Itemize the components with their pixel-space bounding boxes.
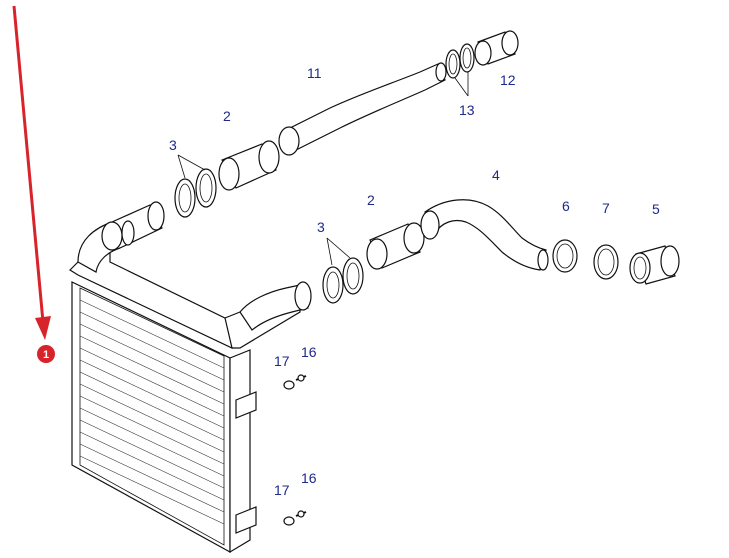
upper-bolt-washer — [283, 374, 307, 390]
coupling-12 — [474, 30, 519, 66]
lower-hose — [420, 199, 549, 271]
callout-17-upper: 17 — [274, 353, 290, 369]
clamp-6 — [552, 239, 578, 273]
left-inlet-elbow — [77, 201, 165, 273]
upper-sleeve — [218, 140, 280, 191]
callout-7: 7 — [602, 200, 610, 216]
callout-16-lower: 16 — [301, 470, 317, 486]
small-rings — [445, 43, 475, 79]
lower-bolt-washer — [283, 510, 307, 526]
red-pointer-arrow — [12, 5, 51, 340]
upper-pipe — [278, 62, 447, 156]
clamp-7 — [593, 244, 619, 280]
leader-lines — [177, 72, 469, 266]
intercooler-core — [69, 239, 301, 554]
callout-1: 1 — [43, 349, 49, 361]
callout-13: 13 — [459, 102, 475, 118]
callout-3-upper: 3 — [169, 137, 177, 153]
right-outlet-elbow — [239, 281, 312, 331]
lower-sleeve — [366, 222, 425, 270]
upper-clamps — [174, 168, 217, 218]
coupling-5 — [629, 245, 680, 285]
callout-12: 12 — [500, 72, 516, 88]
callout-badge-1: 1 — [37, 345, 55, 363]
callout-11: 11 — [307, 65, 322, 81]
callout-16-upper: 16 — [301, 344, 317, 360]
callout-3-lower: 3 — [317, 219, 325, 235]
callout-2-lower: 2 — [367, 192, 375, 208]
callout-6: 6 — [562, 198, 570, 214]
callout-5: 5 — [652, 201, 660, 217]
lower-clamps — [322, 257, 364, 304]
callout-2-upper: 2 — [223, 108, 231, 124]
callout-4: 4 — [492, 167, 500, 183]
core-fins — [79, 299, 225, 525]
callout-17-lower: 17 — [274, 482, 290, 498]
